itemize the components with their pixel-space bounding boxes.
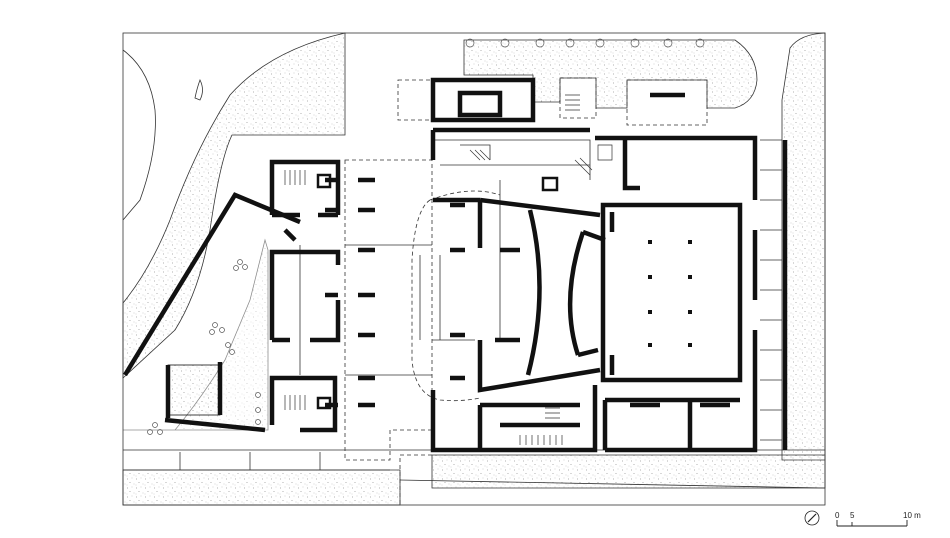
stage-columns [648,240,692,347]
scale-tick-5: 5 [850,511,855,520]
west-wing-middle [269,249,341,343]
planted-area-south [431,454,826,489]
column-stubs [325,92,730,408]
west-wing-top [269,159,341,215]
planted-area-north [463,39,758,109]
planted-area-southwest [122,469,401,506]
fixtures [316,173,559,410]
south-block [430,385,598,453]
north-service-box [430,77,536,123]
walls [123,77,788,453]
north-arrow-icon [804,510,820,526]
stairs [284,94,613,445]
west-wing-bottom [269,375,338,433]
trees [147,38,705,435]
stage-house [600,202,743,383]
auditorium-curve-1 [525,209,542,376]
auditorium-wall-north [479,197,601,218]
scale-tick-10m: 10 m [903,511,921,520]
scale-bar: 0 5 10 m [835,511,921,527]
scale-tick-0: 0 [835,511,840,520]
landscape-areas [122,32,826,506]
auditorium-curve-2 [567,231,586,356]
planted-area-east [781,32,826,461]
plaza-pavilion [165,362,223,418]
thin-lines [299,139,782,441]
